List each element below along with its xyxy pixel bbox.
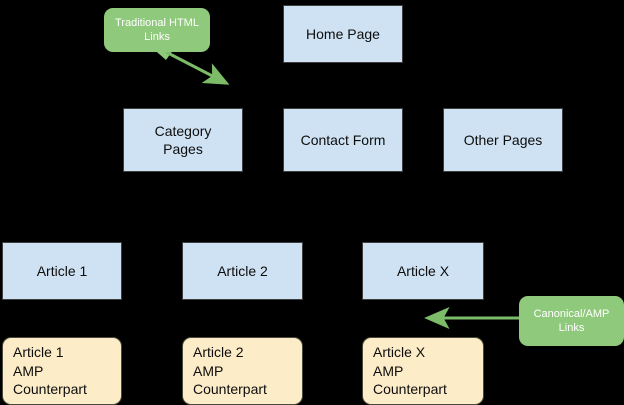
node-article-x[interactable]: Article X: [362, 242, 484, 300]
node-other-pages-label: Other Pages: [463, 131, 543, 148]
node-article-1-amp-counterpart[interactable]: Article 1 AMP Counterpart: [2, 337, 122, 405]
node-article-2[interactable]: Article 2: [182, 242, 303, 300]
arrow-traditional-html-links: [165, 50, 230, 85]
node-article-x-amp-label: Article X AMP Counterpart: [373, 343, 447, 398]
node-other-pages[interactable]: Other Pages: [443, 108, 563, 172]
callout-traditional-html-links-label: Traditional HTML Links: [115, 16, 199, 43]
callout-canonical-amp-links-label: Canonical/AMP Links: [533, 307, 610, 334]
node-article-2-amp-counterpart[interactable]: Article 2 AMP Counterpart: [182, 337, 303, 405]
node-category-pages-label: Category Pages: [154, 122, 212, 157]
node-article-x-amp-counterpart[interactable]: Article X AMP Counterpart: [362, 337, 484, 405]
node-contact-form-label: Contact Form: [300, 131, 386, 148]
node-home-page[interactable]: Home Page: [283, 5, 403, 63]
node-article-x-label: Article X: [396, 262, 450, 279]
node-contact-form[interactable]: Contact Form: [283, 108, 403, 172]
node-article-1-label: Article 1: [36, 262, 88, 279]
callout-traditional-html-links[interactable]: Traditional HTML Links: [104, 8, 210, 52]
node-category-pages[interactable]: Category Pages: [123, 108, 243, 172]
node-article-1-amp-label: Article 1 AMP Counterpart: [13, 343, 87, 398]
node-article-2-label: Article 2: [217, 262, 268, 279]
node-article-2-amp-label: Article 2 AMP Counterpart: [193, 343, 267, 398]
node-home-page-label: Home Page: [306, 25, 380, 42]
node-article-1[interactable]: Article 1: [2, 242, 122, 300]
callout-canonical-amp-links[interactable]: Canonical/AMP Links: [519, 296, 624, 346]
